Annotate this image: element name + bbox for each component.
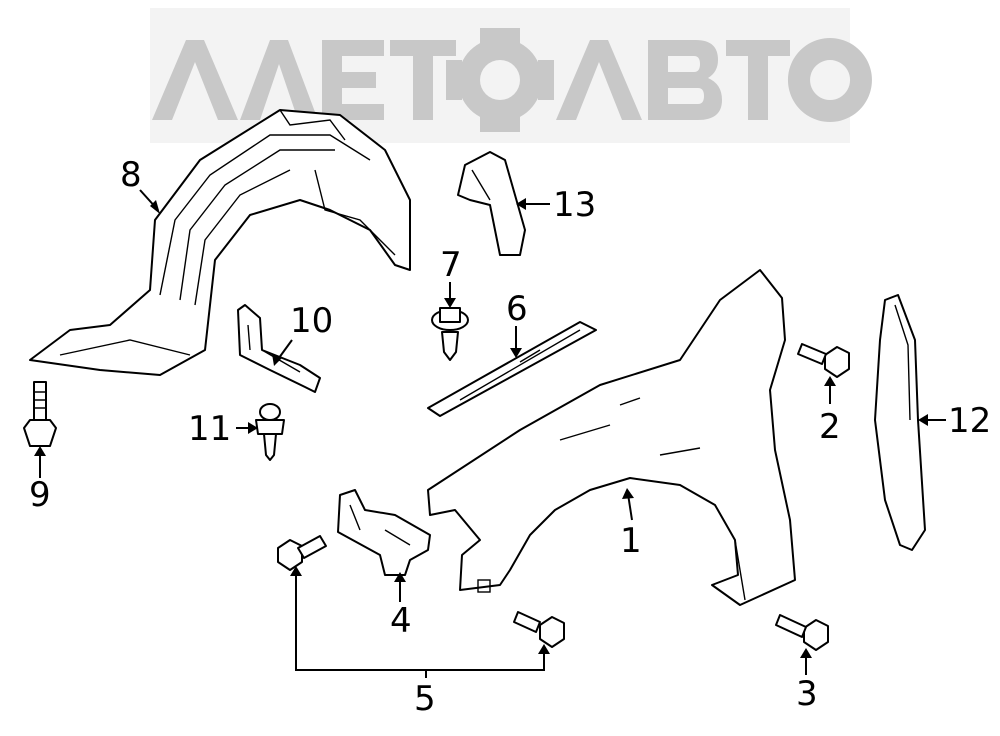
callout-11: 11 bbox=[188, 409, 231, 449]
bolt-part-5-right bbox=[513, 611, 565, 648]
callout-5: 5 bbox=[414, 679, 436, 719]
bolt-part-2 bbox=[797, 343, 850, 378]
callout-10: 10 bbox=[290, 301, 333, 341]
strip-part-6 bbox=[427, 321, 597, 417]
callout-12: 12 bbox=[948, 401, 991, 441]
bolt-part-3 bbox=[775, 614, 829, 651]
cover-part-13 bbox=[457, 151, 526, 256]
clip-part-11 bbox=[255, 403, 285, 461]
callout-2: 2 bbox=[819, 407, 841, 447]
callout-13: 13 bbox=[553, 185, 596, 225]
callout-6: 6 bbox=[506, 289, 528, 329]
clip-part-7 bbox=[431, 307, 469, 361]
bolt-part-5-left bbox=[277, 535, 327, 571]
callout-1: 1 bbox=[620, 521, 642, 561]
callout-8: 8 bbox=[120, 155, 142, 195]
callout-4: 4 bbox=[390, 601, 412, 641]
bolt-part-9 bbox=[23, 381, 57, 447]
callout-9: 9 bbox=[29, 475, 51, 515]
callout-7: 7 bbox=[440, 245, 462, 285]
fender-part-1 bbox=[427, 269, 796, 606]
bracket-part-10 bbox=[237, 304, 321, 393]
fender-liner-part-8 bbox=[29, 109, 411, 376]
callout-3: 3 bbox=[796, 674, 818, 714]
bracket-part-4 bbox=[337, 489, 431, 576]
seal-part-12 bbox=[874, 294, 926, 551]
leader-lines bbox=[34, 189, 946, 678]
